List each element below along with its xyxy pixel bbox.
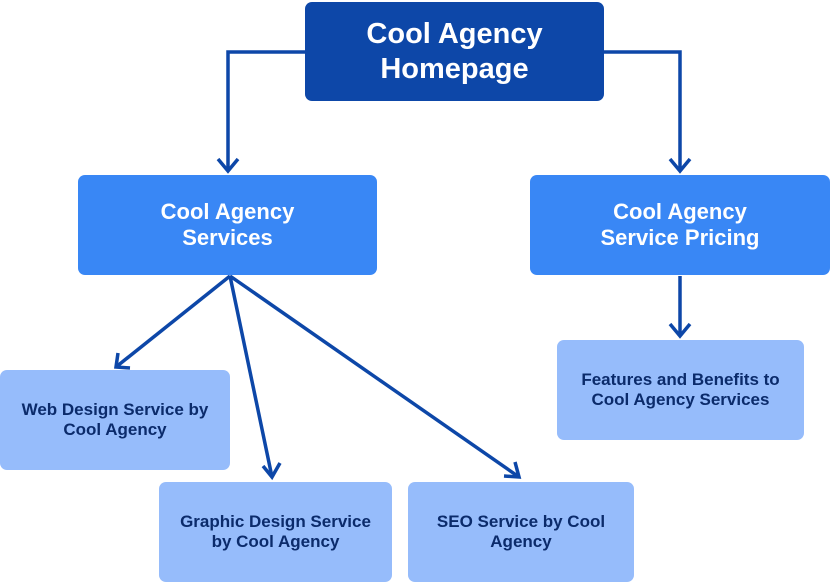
node-web-design-label: Web Design Service by Cool Agency <box>21 399 209 439</box>
arrowhead-services <box>216 157 240 174</box>
node-homepage[interactable]: Cool Agency Homepage <box>305 2 604 101</box>
arrowhead-graphic-design <box>261 462 282 481</box>
arrowhead-seo <box>503 461 522 479</box>
node-pricing[interactable]: Cool Agency Service Pricing <box>530 175 830 275</box>
node-graphic-design-label: Graphic Design Service by Cool Agency <box>180 511 371 551</box>
edge-homepage-to-services <box>226 50 305 171</box>
edge-services-to-seo <box>229 274 520 479</box>
node-homepage-label: Cool Agency Homepage <box>366 17 543 85</box>
node-graphic-design[interactable]: Graphic Design Service by Cool Agency <box>159 482 392 582</box>
arrowhead-features <box>668 322 692 339</box>
node-features-label: Features and Benefits to Cool Agency Ser… <box>581 369 780 409</box>
node-services[interactable]: Cool Agency Services <box>78 175 377 275</box>
edge-services-to-web-design <box>114 274 232 369</box>
node-pricing-label: Cool Agency Service Pricing <box>600 198 760 250</box>
node-services-label: Cool Agency Services <box>160 198 295 250</box>
arrowhead-pricing <box>668 157 692 174</box>
edge-homepage-to-pricing <box>604 50 682 171</box>
node-features[interactable]: Features and Benefits to Cool Agency Ser… <box>557 340 804 440</box>
node-web-design[interactable]: Web Design Service by Cool Agency <box>0 370 230 470</box>
node-seo[interactable]: SEO Service by Cool Agency <box>408 482 634 582</box>
edge-services-to-graphic-design <box>228 275 274 478</box>
node-seo-label: SEO Service by Cool Agency <box>436 511 606 551</box>
arrowhead-web-design <box>114 352 131 370</box>
